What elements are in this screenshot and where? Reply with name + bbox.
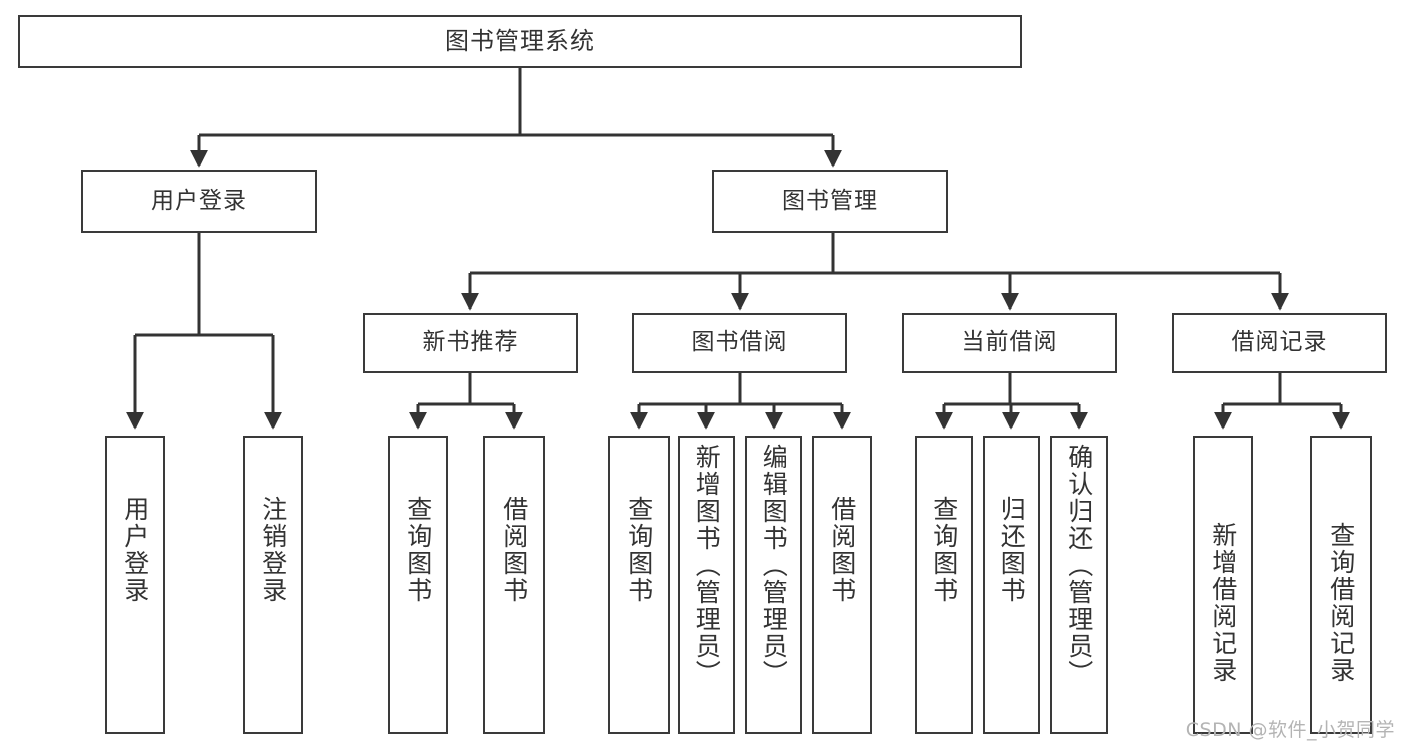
node-label: 查询图书: [403, 496, 433, 604]
node-label: 新增图书（管理员）: [692, 444, 722, 687]
node-book-management[interactable]: 图书管理: [712, 170, 948, 233]
node-label: 确认归还（管理员）: [1064, 444, 1094, 687]
node-leaf-br-add-record[interactable]: 新增借阅记录: [1193, 436, 1253, 734]
node-leaf-br-query-record[interactable]: 查询借阅记录: [1310, 436, 1372, 734]
node-leaf-cb-confirm-return-admin[interactable]: 确认归还（管理员）: [1050, 436, 1108, 734]
node-label: 归还图书: [997, 496, 1027, 604]
node-label: 注销登录: [258, 496, 288, 604]
node-book-borrow[interactable]: 图书借阅: [632, 313, 847, 373]
node-leaf-logout[interactable]: 注销登录: [243, 436, 303, 734]
node-current-borrow[interactable]: 当前借阅: [902, 313, 1117, 373]
node-label: 图书管理系统: [445, 27, 595, 56]
node-leaf-bb-query-book[interactable]: 查询图书: [608, 436, 670, 734]
node-label: 用户登录: [151, 187, 247, 214]
node-leaf-bb-edit-book-admin[interactable]: 编辑图书（管理员）: [745, 436, 802, 734]
node-label: 用户登录: [120, 496, 150, 604]
node-label: 编辑图书（管理员）: [759, 444, 789, 687]
node-leaf-nb-query-book[interactable]: 查询图书: [388, 436, 448, 734]
node-label: 借阅图书: [827, 496, 857, 604]
node-leaf-nb-borrow-book[interactable]: 借阅图书: [483, 436, 545, 734]
node-label: 图书借阅: [691, 329, 788, 356]
node-label: 新书推荐: [422, 329, 519, 356]
node-label: 借阅记录: [1231, 329, 1328, 356]
node-leaf-user-login[interactable]: 用户登录: [105, 436, 165, 734]
node-label: 查询借阅记录: [1326, 522, 1356, 684]
node-leaf-bb-add-book-admin[interactable]: 新增图书（管理员）: [678, 436, 735, 734]
node-label: 查询图书: [624, 496, 654, 604]
node-user-login[interactable]: 用户登录: [81, 170, 317, 233]
node-label: 当前借阅: [961, 329, 1058, 356]
node-label: 借阅图书: [499, 496, 529, 604]
node-leaf-cb-query-book[interactable]: 查询图书: [915, 436, 973, 734]
node-borrow-record[interactable]: 借阅记录: [1172, 313, 1387, 373]
node-label: 图书管理: [782, 187, 878, 214]
node-leaf-cb-return-book[interactable]: 归还图书: [983, 436, 1040, 734]
node-label: 新增借阅记录: [1208, 522, 1238, 684]
node-label: 查询图书: [929, 496, 959, 604]
node-root-system[interactable]: 图书管理系统: [18, 15, 1022, 68]
node-leaf-bb-borrow-book[interactable]: 借阅图书: [812, 436, 872, 734]
node-new-book-recommend[interactable]: 新书推荐: [363, 313, 578, 373]
csdn-watermark: CSDN @软件_小贺同学: [1185, 719, 1395, 741]
